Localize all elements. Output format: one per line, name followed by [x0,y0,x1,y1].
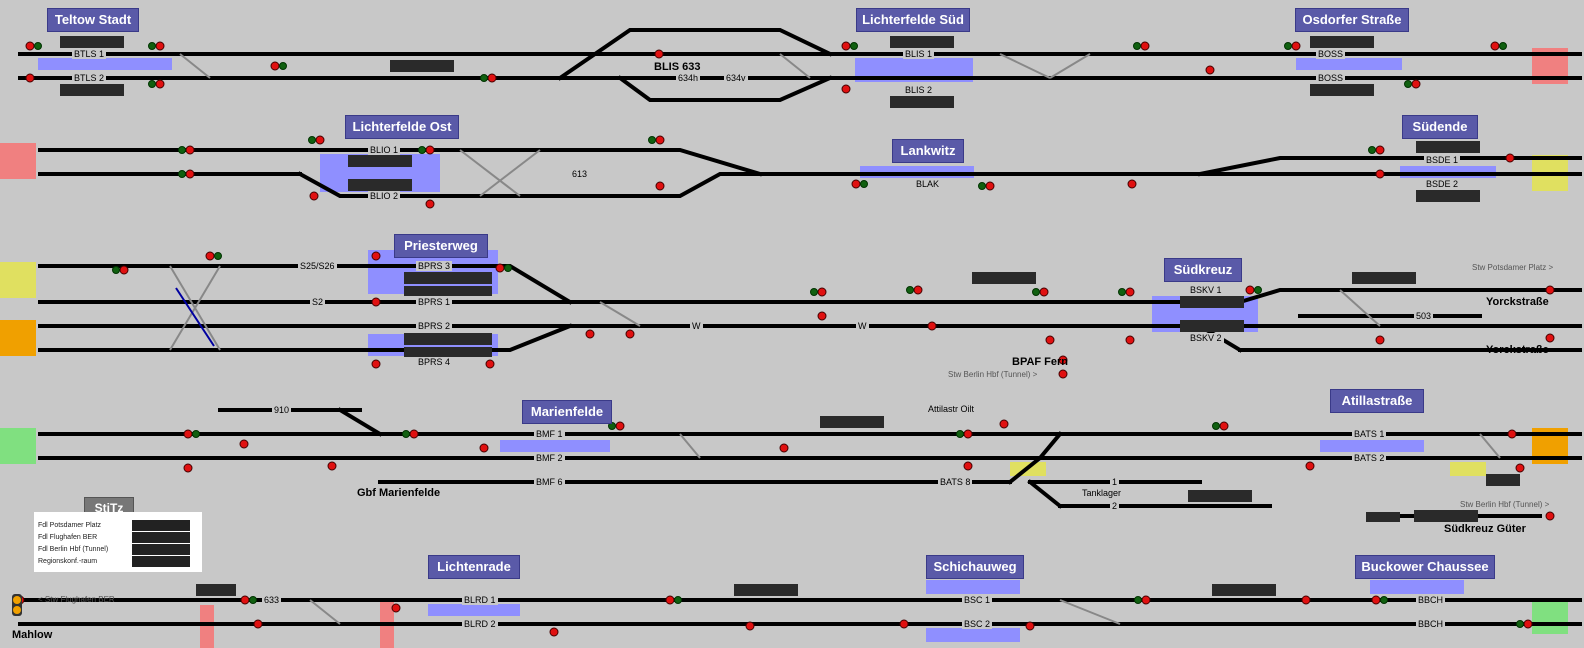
track-label-bsde1[interactable]: BSDE 1 [1424,155,1461,165]
track-label-bbch2[interactable]: BBCH [1416,619,1446,629]
track-label-bats1[interactable]: BATS 1 [1352,429,1387,439]
boundary-marker-4 [1450,462,1486,476]
exit-marker-buckower[interactable] [1532,598,1568,634]
entry-marker-lichterfelde-ost[interactable] [0,143,36,179]
station-lichterfelde-ost[interactable]: Lichterfelde Ost [345,115,459,139]
track-label-s2[interactable]: S2 [310,297,326,307]
track-label-910[interactable]: 910 [272,405,292,415]
station-osdorfer-strasse[interactable]: Osdorfer Straße [1295,8,1409,32]
legend-display-4 [132,556,190,567]
track-label-1[interactable]: 1 [1110,477,1120,487]
highlight-crossing [175,287,215,347]
entry-marker-priesterweg-upper[interactable] [0,262,36,298]
track-label-blrd2[interactable]: BLRD 2 [462,619,498,629]
track-label-w2[interactable]: W [856,321,869,331]
label-attilastr-oilt: Attilastr Oilt [928,404,975,414]
station-teltow-stadt[interactable]: Teltow Stadt [47,8,139,32]
entry-marker-priesterweg-lower[interactable] [0,320,36,356]
track-label-blis2[interactable]: BLIS 2 [903,85,935,95]
link-stw-flughafen-ber[interactable]: < Stw Flughafen BER [38,595,115,604]
track-label-bsde2[interactable]: BSDE 2 [1424,179,1461,189]
station-suedende[interactable]: Südende [1402,115,1478,139]
track-label-boss2[interactable]: BOSS [1316,73,1346,83]
mahlow-signal[interactable] [12,594,22,616]
tracks [18,28,1582,626]
track-label-bsc1[interactable]: BSC 1 [962,595,993,605]
track-label-btls2[interactable]: BTLS 2 [72,73,107,83]
station-schichauweg[interactable]: Schichauweg [926,555,1024,579]
station-atillastrasse[interactable]: Atillastraße [1330,389,1424,413]
track-label-bprs1[interactable]: BPRS 1 [416,297,453,307]
legend-display-1 [132,520,190,531]
track-label-bmf2[interactable]: BMF 2 [534,453,565,463]
station-suedkreuz[interactable]: Südkreuz [1164,258,1242,282]
label-bpaf-fern: BPAF Fern [1012,356,1069,368]
track-label-634v[interactable]: 634v [724,73,748,83]
link-stw-potsdamer-platz[interactable]: Stw Potsdamer Platz > [1472,263,1554,272]
label-tanklager: Tanklager [1082,488,1122,498]
legend-row-hbf-tunnel: Fdl Berlin Hbf (Tunnel) [38,546,109,553]
station-priesterweg[interactable]: Priesterweg [394,234,488,258]
station-lichtenrade[interactable]: Lichtenrade [428,555,520,579]
track-label-blis1[interactable]: BLIS 1 [903,49,935,59]
legend-display-3 [132,544,190,555]
track-label-w1[interactable]: W [690,321,703,331]
track-label-503[interactable]: 503 [1414,311,1434,321]
track-label-bskv2[interactable]: BSKV 2 [1188,333,1224,343]
train-describers [60,36,1520,596]
link-stw-hbf-tunnel-2[interactable]: Stw Berlin Hbf (Tunnel) > [1460,500,1550,509]
track-label-bbch1[interactable]: BBCH [1416,595,1446,605]
track-label-boss1[interactable]: BOSS [1316,49,1346,59]
track-label-bprs3[interactable]: BPRS 3 [416,261,453,271]
track-label-613[interactable]: 613 [570,169,590,179]
label-yorckstrasse-2: Yorckstraße [1486,344,1549,356]
label-gbf-marienfelde: Gbf Marienfelde [357,487,441,499]
dispatcher-legend: Fdl Potsdamer Platz Fdl Flughafen BER Fd… [34,512,202,572]
legend-row-potsdamer: Fdl Potsdamer Platz [38,522,102,529]
station-lichterfelde-sued[interactable]: Lichterfelde Süd [856,8,970,32]
crossovers [169,53,1501,625]
track-label-blio2[interactable]: BLIO 2 [368,191,401,201]
track-label-bprs4[interactable]: BPRS 4 [416,357,453,367]
track-label-bats8[interactable]: BATS 8 [938,477,973,487]
label-suedkreuz-gueter: Südkreuz Güter [1444,523,1526,535]
track-label-blis633[interactable]: BLIS 633 [654,61,701,73]
legend-row-regionskonf: Regionskonf.-raum [38,558,98,565]
track-label-blak[interactable]: BLAK [914,179,942,189]
track-label-2[interactable]: 2 [1110,501,1120,511]
track-label-bskv1[interactable]: BSKV 1 [1188,285,1224,295]
station-marienfelde[interactable]: Marienfelde [522,400,612,424]
track-label-bsc2[interactable]: BSC 2 [962,619,993,629]
track-label-bprs2[interactable]: BPRS 2 [416,321,453,331]
track-label-blrd1[interactable]: BLRD 1 [462,595,498,605]
track-label-bmf6[interactable]: BMF 6 [534,477,565,487]
signals[interactable] [15,41,1555,637]
track-label-s25[interactable]: S25/S26 [298,261,337,271]
track-label-blio1[interactable]: BLIO 1 [368,145,401,155]
boundary-marker-1 [200,605,214,648]
label-yorckstrasse-1: Yorckstraße [1486,296,1549,308]
station-buckower-chaussee[interactable]: Buckower Chaussee [1355,555,1495,579]
legend-display-2 [132,532,190,543]
track-label-634h[interactable]: 634h [676,73,701,83]
track-label-btls1[interactable]: BTLS 1 [72,49,107,59]
track-label-bmf1[interactable]: BMF 1 [534,429,565,439]
label-mahlow: Mahlow [12,629,53,641]
station-lankwitz[interactable]: Lankwitz [892,139,964,163]
mahlow-signal-lamp [13,596,21,604]
mahlow-signal-lamp-2 [13,606,21,614]
track-label-bats2[interactable]: BATS 2 [1352,453,1387,463]
legend-row-flughafen: Fdl Flughafen BER [38,534,98,541]
link-stw-hbf-tunnel-1[interactable]: Stw Berlin Hbf (Tunnel) > [948,370,1038,379]
track-label-633[interactable]: 633 [262,595,282,605]
entry-marker-marienfelde[interactable] [0,428,36,464]
